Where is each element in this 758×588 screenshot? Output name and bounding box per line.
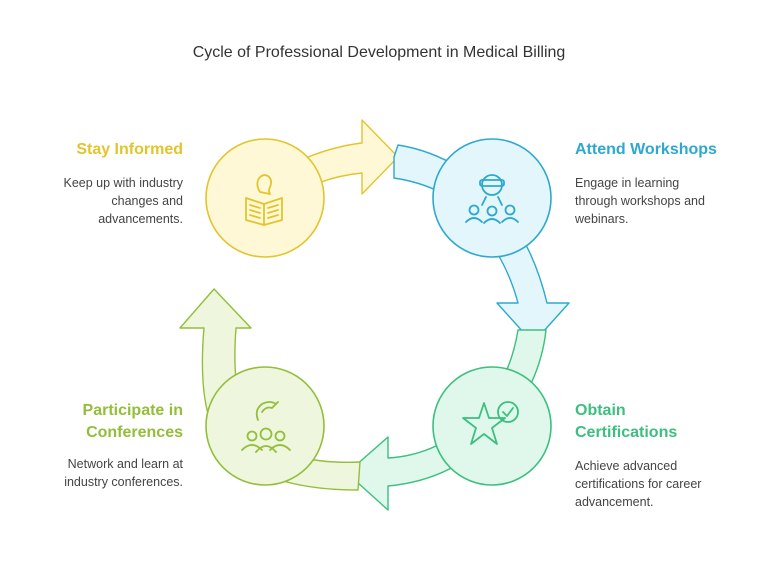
stage-title-obtain-certifications: Obtain Certifications (575, 402, 678, 441)
circle-obtain-certifications (432, 366, 552, 486)
reading-book-icon (245, 174, 283, 226)
star-badge-icon (462, 401, 519, 445)
stage-desc-attend-workshops: Engage in learning through workshops and… (575, 176, 705, 226)
stage-desc-stay-informed: Keep up with industry changes and advanc… (63, 176, 183, 226)
circle-stay-informed (205, 138, 325, 258)
stage-title-participate-conferences: Participate in Conferences (82, 402, 183, 441)
stage-title-stay-informed: Stay Informed (76, 141, 183, 158)
circle-participate-conferences (205, 366, 325, 486)
circle-attend-workshops (432, 138, 552, 258)
diagram-title: Cycle of Professional Development in Med… (192, 44, 566, 61)
workshop-presenter-icon (465, 174, 519, 224)
stage-desc-obtain-certifications: Achieve advanced certifications for care… (575, 459, 702, 509)
stage-title-attend-workshops: Attend Workshops (575, 141, 717, 158)
stage-desc-participate-conferences: Network and learn at industry conference… (64, 457, 183, 489)
arrow-stay-to-workshops (307, 119, 399, 195)
conference-people-icon (241, 401, 291, 453)
